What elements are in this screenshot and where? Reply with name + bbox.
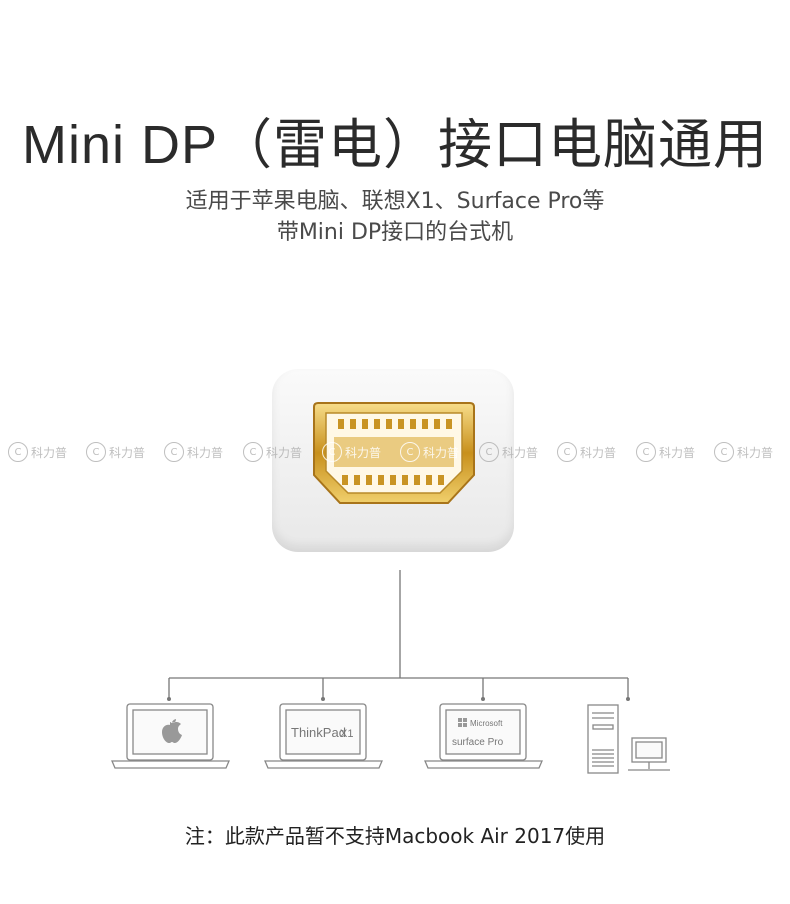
thinkpad-laptop-icon — [264, 703, 383, 769]
watermark-logo-icon: C — [243, 442, 263, 462]
connection-lines — [168, 570, 629, 698]
compatibility-diagram: ThinkPad X1 Microsoft surface Pro — [111, 570, 670, 774]
watermark-logo-icon: C — [8, 442, 28, 462]
compatibility-note: 注：此款产品暂不支持Macbook Air 2017使用 — [184, 824, 606, 848]
surface-model-label: surface Pro — [452, 737, 504, 748]
desktop-pc-icon — [587, 704, 670, 774]
thinkpad-model-label: X1 — [340, 728, 353, 740]
subtitle-line-2: 带Mini DP接口的台式机 — [276, 220, 514, 245]
watermark-logo-icon: C — [164, 442, 184, 462]
thinkpad-label: ThinkPad — [291, 725, 346, 740]
watermark-logo-icon: C — [714, 442, 734, 462]
page-title: Mini DP（雷电）接口电脑通用 — [21, 115, 769, 175]
surface-laptop-icon — [424, 703, 543, 769]
microsoft-label: Microsoft — [470, 719, 503, 728]
watermark-logo-icon: C — [322, 442, 342, 462]
watermark-logo-icon: C — [400, 442, 420, 462]
watermark-logo-icon: C — [557, 442, 577, 462]
mini-dp-connector-image — [272, 369, 514, 552]
microsoft-logo-icon — [458, 718, 467, 727]
subtitle-line-1: 适用于苹果电脑、联想X1、Surface Pro等 — [185, 189, 605, 214]
watermark-logo-icon: C — [636, 442, 656, 462]
mini-dp-port-icon — [313, 402, 475, 504]
macbook-laptop-icon — [111, 703, 230, 769]
watermark-logo-icon: C — [86, 442, 106, 462]
watermark-logo-icon: C — [479, 442, 499, 462]
